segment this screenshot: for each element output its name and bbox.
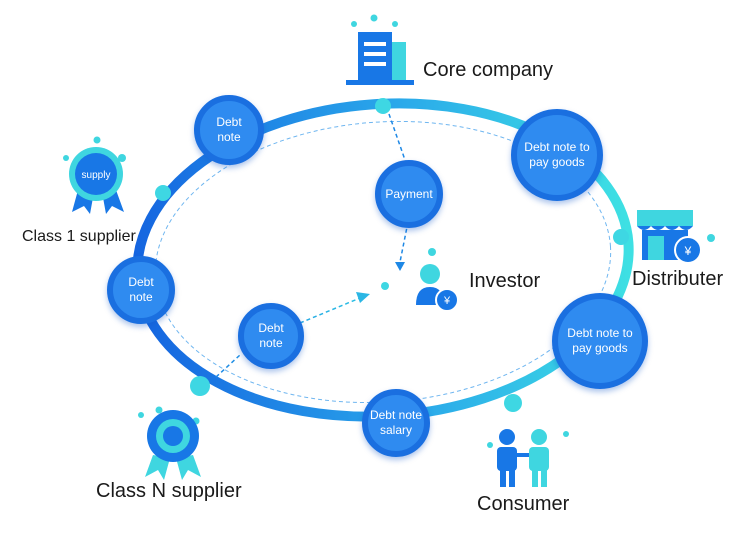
node-label: Debt note to pay goods	[567, 326, 633, 355]
distributer-yen-text: ¥	[684, 244, 692, 258]
node-label: Debt note salary	[369, 408, 423, 437]
investor-icon: ¥	[416, 248, 459, 312]
ring-dot-upper-left	[155, 185, 171, 201]
flow-core-to-payment	[388, 113, 406, 161]
ring-dot-bottom-right	[504, 394, 522, 412]
investor-dot	[381, 282, 389, 290]
label-class1-supplier: Class 1 supplier	[22, 228, 136, 245]
shop-icon: ¥	[637, 210, 715, 264]
node-debt-note-top: Debt note	[194, 95, 264, 165]
loop-inner-dashed	[154, 120, 612, 404]
supply-medal-icon: supply	[63, 136, 126, 214]
medal-icon	[138, 406, 201, 480]
arrowhead-supplier	[356, 292, 370, 303]
people-icon	[487, 429, 569, 487]
node-debt-note-pay-goods-right: Debt note to pay goods	[552, 293, 648, 389]
arrowhead-payment	[395, 262, 405, 271]
ring-dot-lower-left	[190, 376, 210, 396]
flow-payment-to-investor	[399, 221, 409, 263]
building-icon	[346, 14, 414, 85]
label-investor: Investor	[469, 270, 541, 292]
node-debt-note-inner: Debt note	[238, 303, 304, 369]
node-label: Payment	[385, 186, 433, 201]
investor-yen-text: ¥	[443, 295, 451, 307]
label-consumer: Consumer	[477, 493, 570, 515]
node-label: Debt note	[216, 115, 242, 144]
node-debt-note-pay-goods-top: Debt note to pay goods	[511, 109, 603, 201]
node-label: Debt note	[128, 275, 154, 304]
label-distributer: Distributer	[632, 268, 724, 290]
node-debt-note-salary: Debt note salary	[362, 389, 430, 457]
node-label: Debt note	[258, 321, 284, 350]
node-label: Debt note to pay goods	[524, 140, 590, 169]
node-debt-note-left: Debt note	[107, 256, 175, 324]
flow-supplier-to-investor	[215, 297, 361, 378]
label-core-company: Core company	[423, 59, 554, 81]
supply-badge-text: supply	[82, 170, 111, 181]
ring-dot-right	[613, 229, 629, 245]
ring-dot-top	[375, 98, 391, 114]
label-classN-supplier: Class N supplier	[96, 480, 242, 502]
node-payment: Payment	[375, 160, 443, 228]
